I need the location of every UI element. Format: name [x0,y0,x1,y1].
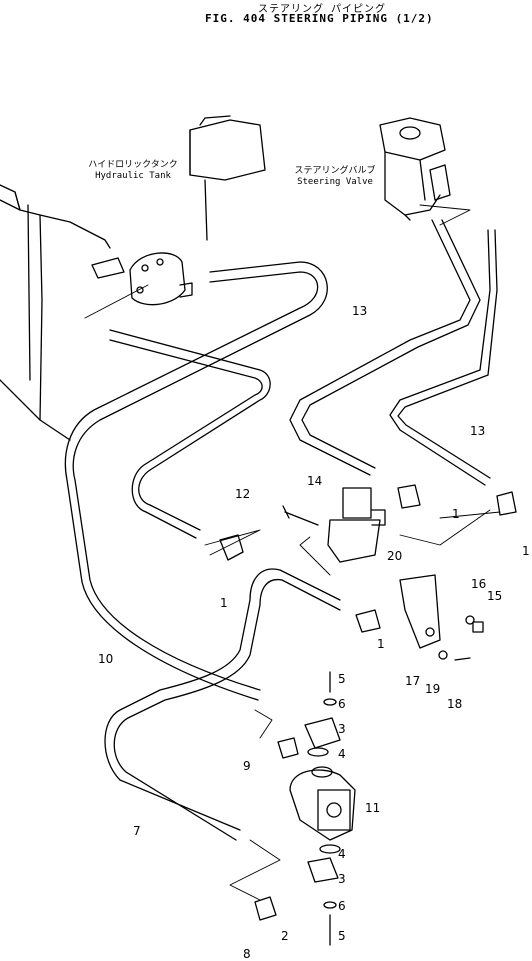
callout-6-upper: 6 [338,697,346,711]
valve-20 [327,487,386,563]
callout-5-lower: 5 [338,929,346,943]
callout-4-lower: 4 [338,847,346,861]
figure-title-japanese: ステアリング パイピング [258,4,387,15]
bolt-14 [282,505,319,526]
callout-leaders [84,204,501,901]
callout-17: 17 [405,674,420,688]
hydraulic-tank-label-en: Hydraulic Tank [95,171,171,181]
hydraulic-tank-label: ハイドロリックタンク Hydraulic Tank [78,160,188,182]
callout-3-upper: 3 [338,722,346,736]
callout-11: 11 [365,801,380,815]
hose-10 [64,261,328,701]
callout-18: 18 [447,697,462,711]
callout-3-lower: 3 [338,872,346,886]
flange-3-upper [304,717,341,749]
callout-2: 2 [281,929,289,943]
hydraulic-tank [0,184,111,441]
tank-top-structure [189,115,266,241]
orings-washers [307,615,475,909]
callout-14: 14 [307,474,322,488]
callout-1-a: 1 [452,507,460,521]
figure-title: FIG. 404 STEERING PIPING (1/2) [205,12,434,25]
callout-1-c: 1 [220,596,228,610]
pump-11 [289,766,356,841]
bolt-18-nut-15 [454,621,484,661]
callout-16: 16 [471,577,486,591]
hose-7 [104,568,341,841]
callout-15: 15 [487,589,502,603]
callout-4-upper: 4 [338,747,346,761]
steering-valve-label-en: Steering Valve [297,177,373,187]
callout-12: 12 [235,487,250,501]
bracket-17 [399,574,441,649]
elbow-fittings [219,484,517,921]
callout-20: 20 [387,549,402,563]
steering-valve-label-jp: ステアリングバルブ [294,166,376,176]
callout-8: 8 [243,947,251,961]
callout-5-upper: 5 [338,672,346,686]
tank-port-flange [91,252,193,306]
callout-1-d: 1 [377,637,385,651]
flange-3-lower [307,857,339,883]
callout-7: 7 [133,824,141,838]
hose-12 [109,329,271,539]
callout-10: 10 [98,652,113,666]
callout-6-lower: 6 [338,899,346,913]
steering-valve [379,117,451,221]
callout-13-lower: 13 [470,424,485,438]
hydraulic-tank-label-jp: ハイドロリックタンク [88,160,178,170]
callout-19: 19 [425,682,440,696]
hose-13 [289,219,498,486]
steering-valve-label: ステアリングバルブ Steering Valve [285,166,385,188]
callout-13-upper: 13 [352,304,367,318]
callout-1-b: 1 [522,544,530,558]
callout-9: 9 [243,759,251,773]
callout-numbers: 1 1 1 1 2 3 3 4 4 5 5 6 6 7 8 9 10 11 12… [98,304,530,961]
